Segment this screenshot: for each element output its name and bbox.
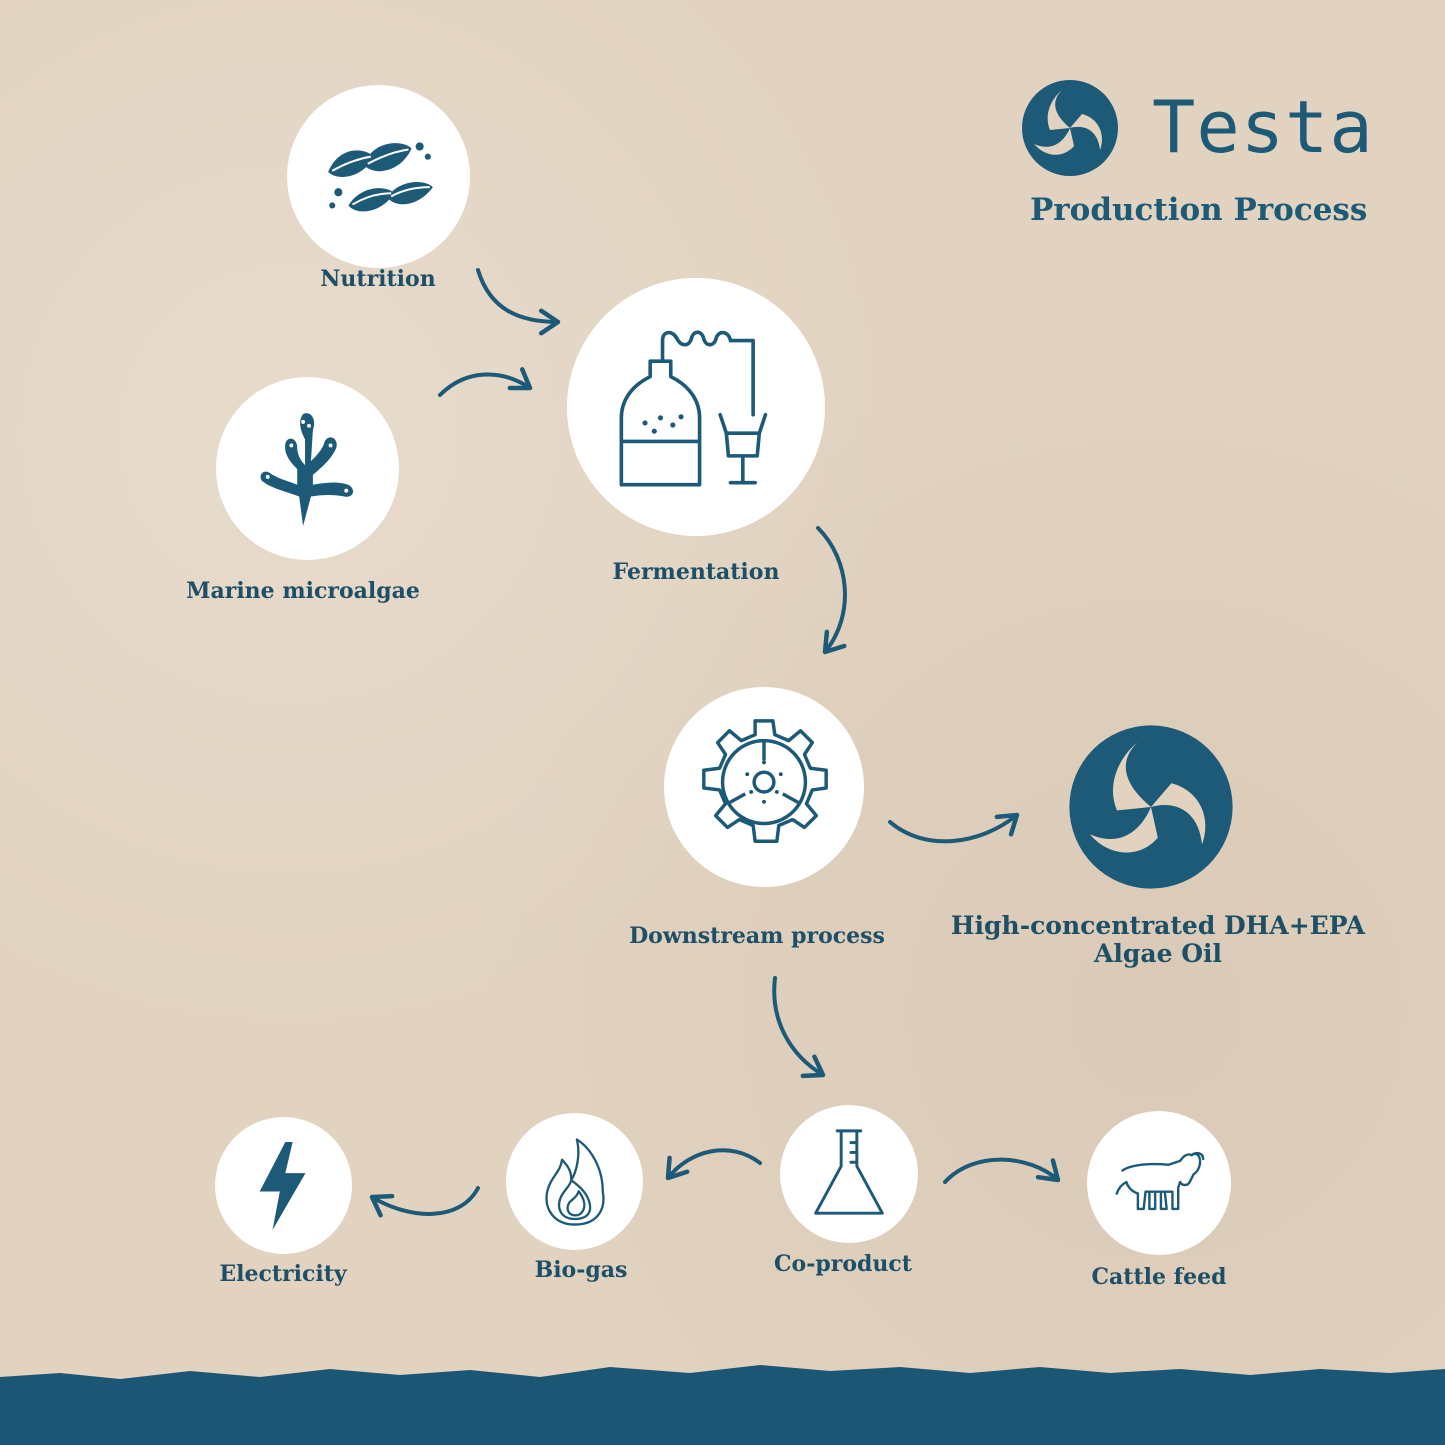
brand-header: Testa Production Process bbox=[1015, 75, 1395, 245]
arrow-nutrition-to-fermentation bbox=[476, 268, 561, 336]
label-electricity: Electricity bbox=[219, 1261, 347, 1287]
node-co-product bbox=[780, 1105, 918, 1243]
flame-icon bbox=[544, 1137, 605, 1226]
label-product-line2: Algae Oil bbox=[1094, 939, 1222, 968]
bull-icon bbox=[1115, 1151, 1205, 1211]
leaves-icon bbox=[327, 141, 433, 211]
node-bio-gas bbox=[506, 1113, 643, 1250]
label-fermentation: Fermentation bbox=[612, 559, 780, 585]
node-cattle-feed bbox=[1087, 1111, 1231, 1255]
arrow-downstream-to-coproduct bbox=[772, 976, 826, 1079]
label-co-product: Co-product bbox=[774, 1251, 912, 1277]
arrow-coproduct-to-cattle bbox=[943, 1157, 1061, 1184]
arrow-microalgae-to-fermentation bbox=[438, 367, 533, 397]
node-marine-microalgae bbox=[216, 377, 399, 560]
arrow-fermentation-to-downstream bbox=[816, 526, 847, 655]
brand-name: Testa bbox=[1152, 85, 1374, 169]
product-logo-icon bbox=[1069, 725, 1233, 889]
label-bio-gas: Bio-gas bbox=[534, 1257, 628, 1283]
flask-icon bbox=[814, 1129, 884, 1215]
fermenter-icon bbox=[619, 330, 767, 487]
label-cattle-feed: Cattle feed bbox=[1091, 1264, 1227, 1290]
node-nutrition bbox=[287, 85, 470, 268]
algae-icon bbox=[260, 412, 353, 526]
node-electricity bbox=[215, 1117, 352, 1254]
testa-logo-icon bbox=[1022, 80, 1118, 176]
label-product-line1: High-concentrated DHA+EPA bbox=[950, 911, 1366, 940]
arrow-biogas-to-electricity bbox=[369, 1186, 480, 1218]
arrow-coproduct-to-biogas bbox=[665, 1148, 762, 1181]
arrow-downstream-to-product bbox=[888, 812, 1020, 844]
label-product: High-concentrated DHA+EPA Algae Oil bbox=[951, 912, 1365, 968]
lightning-icon bbox=[259, 1141, 306, 1230]
label-nutrition: Nutrition bbox=[320, 266, 436, 292]
gear-icon bbox=[702, 719, 828, 843]
node-downstream-process bbox=[664, 687, 864, 887]
page-title: Production Process bbox=[1030, 192, 1368, 228]
label-downstream-process: Downstream process bbox=[629, 923, 885, 949]
node-fermentation bbox=[567, 278, 825, 536]
label-marine-microalgae: Marine microalgae bbox=[186, 578, 420, 604]
bottom-band bbox=[0, 1365, 1445, 1445]
